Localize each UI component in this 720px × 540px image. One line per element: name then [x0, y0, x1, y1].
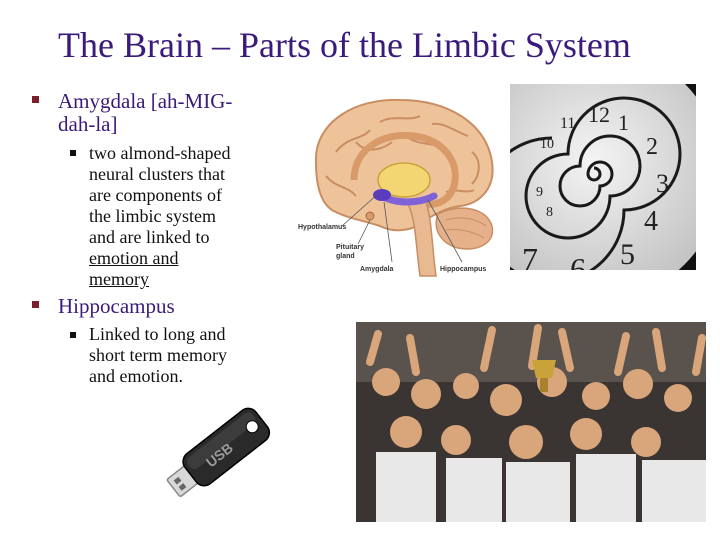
amygdala-desc-line4: the limbic system — [89, 206, 216, 226]
slide-title: The Brain – Parts of the Limbic System — [58, 25, 631, 65]
sub-bullet-marker-amygdala — [70, 150, 76, 156]
amygdala-desc-line1: two almond-shaped — [89, 143, 231, 163]
brain-illustration — [314, 98, 494, 277]
hippocampus-desc-line2: short term memory — [89, 345, 227, 365]
hippocampus-desc-line1: Linked to long and — [89, 324, 226, 344]
label-hippocampus: Hippocampus — [440, 266, 487, 273]
bullet-amygdala-line2: dah-la] — [58, 112, 118, 136]
usb-drive-icon: USB — [166, 407, 271, 497]
clock-num-3: 3 — [656, 169, 669, 198]
celebration-photo — [356, 322, 706, 522]
amygdala-desc-line5: and are linked to — [89, 227, 210, 247]
label-hypothalamus: Hypothalamus — [298, 224, 347, 231]
clock-num-9: 9 — [536, 185, 543, 200]
bullet-hippocampus: Hippocampus — [58, 294, 175, 318]
hippocampus-desc-line3: and emotion. — [89, 366, 183, 386]
clock-num-1: 1 — [618, 110, 629, 135]
label-amygdala: Amygdala — [360, 266, 394, 273]
clock-num-10: 10 — [540, 137, 554, 152]
bullet-amygdala-line1: Amygdala [ah-MIG- — [58, 89, 233, 113]
amygdala-desc-link-line1[interactable]: emotion and — [89, 248, 179, 268]
clock-num-8: 8 — [546, 205, 553, 220]
clock-num-5: 5 — [620, 238, 635, 270]
clock-num-12: 12 — [588, 102, 610, 127]
clock-illustration: 12 1 2 3 4 5 6 7 11 10 9 8 — [510, 84, 696, 270]
clock-num-11: 11 — [560, 115, 575, 132]
bullet-marker-hippocampus — [32, 301, 39, 308]
usb-drive-image: USB — [160, 398, 280, 516]
clock-num-6: 6 — [570, 251, 586, 270]
clock-num-4: 4 — [644, 206, 658, 237]
amygdala-desc-line3: are components of — [89, 185, 222, 205]
amygdala-desc-link-line2[interactable]: memory — [89, 269, 149, 289]
brain-diagram: Hypothalamus Pituitary gland Amygdala Hi… — [296, 92, 504, 278]
sub-bullet-marker-hippocampus — [70, 332, 76, 338]
amygdala-desc-line2: neural clusters that — [89, 164, 225, 184]
bullet-marker-amygdala — [32, 96, 39, 103]
label-pituitary-line1: Pituitary — [336, 244, 365, 251]
crowd-illustration — [356, 322, 706, 522]
label-pituitary-line2: gland — [336, 253, 355, 260]
clock-num-7: 7 — [522, 241, 538, 270]
spiral-clock-image: 12 1 2 3 4 5 6 7 11 10 9 8 — [510, 84, 696, 270]
clock-num-2: 2 — [646, 134, 658, 160]
